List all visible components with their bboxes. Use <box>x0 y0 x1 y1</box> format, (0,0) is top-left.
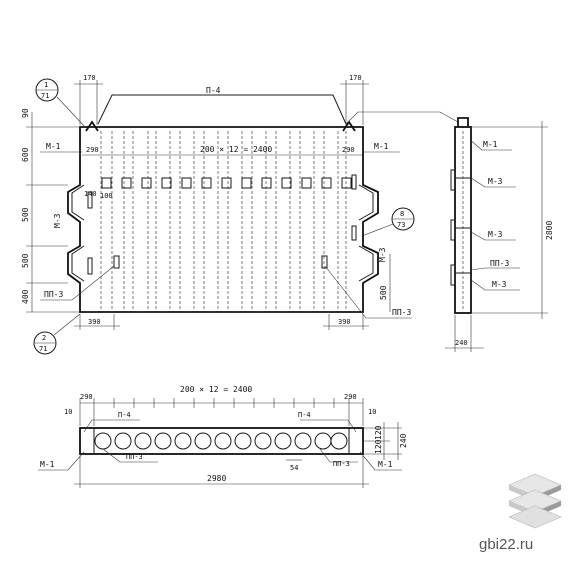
svg-text:1: 1 <box>44 81 48 89</box>
gbi22-logo <box>508 473 562 529</box>
side-lifting-loop <box>457 117 469 127</box>
dim-2800: 2800 <box>545 221 554 240</box>
label-pp3-left: ПП-3 <box>44 290 63 299</box>
callout-2-71: 2 71 <box>33 313 81 355</box>
dim-240-side: 240 <box>455 339 468 347</box>
site-watermark: gbi22.ru <box>479 536 534 553</box>
dim-240-b: 240 <box>399 433 408 448</box>
dim-600: 600 <box>21 147 30 162</box>
dim-10-left: 10 <box>64 408 72 416</box>
label-m1-left: М-1 <box>46 142 61 151</box>
svg-text:73: 73 <box>397 221 405 229</box>
label-m1-right: М-1 <box>374 142 389 151</box>
dim-140: 140 <box>84 190 97 198</box>
dim-290-right: 290 <box>342 146 355 154</box>
dim-500-right: 500 <box>379 285 388 300</box>
front-view: П-4 170 170 200 × 12 = 2400 290 290 М-1 … <box>21 74 415 355</box>
label-m3-side-3: М-3 <box>492 280 507 289</box>
dim-bottom-total: 200 × 12 = 2400 <box>180 385 252 394</box>
label-p4-bottom-right: П-4 <box>298 411 311 419</box>
dim-10-right: 10 <box>368 408 376 416</box>
dim-290-b-left: 290 <box>80 393 93 401</box>
circular-voids <box>94 432 348 450</box>
dim-2980: 2980 <box>207 474 226 483</box>
label-m3-left: М-3 <box>53 213 62 228</box>
svg-text:8: 8 <box>400 210 404 218</box>
label-m1-bottom-left: М-1 <box>40 460 55 469</box>
dim-170-left: 170 <box>83 74 96 82</box>
callout-8-73: 8 73 <box>361 207 415 237</box>
label-pp3-bottom-right: ПП-3 <box>333 460 350 468</box>
svg-text:71: 71 <box>39 345 47 353</box>
panel-hatching <box>100 131 347 310</box>
panel-outline <box>67 126 379 313</box>
dim-290-left: 290 <box>86 146 99 154</box>
dim-290-b-right: 290 <box>344 393 357 401</box>
label-pp3-side: ПП-3 <box>490 259 509 268</box>
dim-500-a: 500 <box>21 207 30 222</box>
lifting-loop-right <box>342 120 356 132</box>
dim-500-b: 500 <box>21 253 30 268</box>
hole-row <box>101 177 352 189</box>
label-m1-side: М-1 <box>483 140 498 149</box>
dim-390-left: 390 <box>88 318 101 326</box>
dim-120-b: 120 <box>374 439 383 454</box>
dim-top-total: 200 × 12 = 2400 <box>200 145 272 154</box>
dim-400: 400 <box>21 289 30 304</box>
dim-100: 100 <box>100 192 113 200</box>
label-p4-bottom-left: П-4 <box>118 411 131 419</box>
dim-120-a: 120 <box>374 425 383 440</box>
dim-90: 90 <box>21 108 30 118</box>
dim-170-right: 170 <box>349 74 362 82</box>
plan-outline <box>79 427 364 455</box>
label-p4-top: П-4 <box>206 86 221 95</box>
label-m3-side-2: М-3 <box>488 230 503 239</box>
svg-text:71: 71 <box>41 92 49 100</box>
dim-390-right: 390 <box>338 318 351 326</box>
side-outline <box>454 126 472 314</box>
label-m1-bottom-right: М-1 <box>378 460 393 469</box>
label-pp3-bottom-left: ПП-3 <box>126 453 143 461</box>
label-m3-right: М-3 <box>378 247 387 262</box>
plan-view: 200 × 12 = 2400 290 290 10 10 П-4 П-4 ПП… <box>38 385 408 488</box>
dim-54: 54 <box>290 464 298 472</box>
callout-1-71: 1 71 <box>35 78 87 129</box>
label-pp3-right: ПП-3 <box>392 308 411 317</box>
side-view: М-1 М-3 М-3 ПП-3 М-3 2800 240 <box>345 111 554 352</box>
label-m3-side-1: М-3 <box>488 177 503 186</box>
lifting-loop-left <box>85 120 99 132</box>
svg-text:2: 2 <box>42 334 46 342</box>
